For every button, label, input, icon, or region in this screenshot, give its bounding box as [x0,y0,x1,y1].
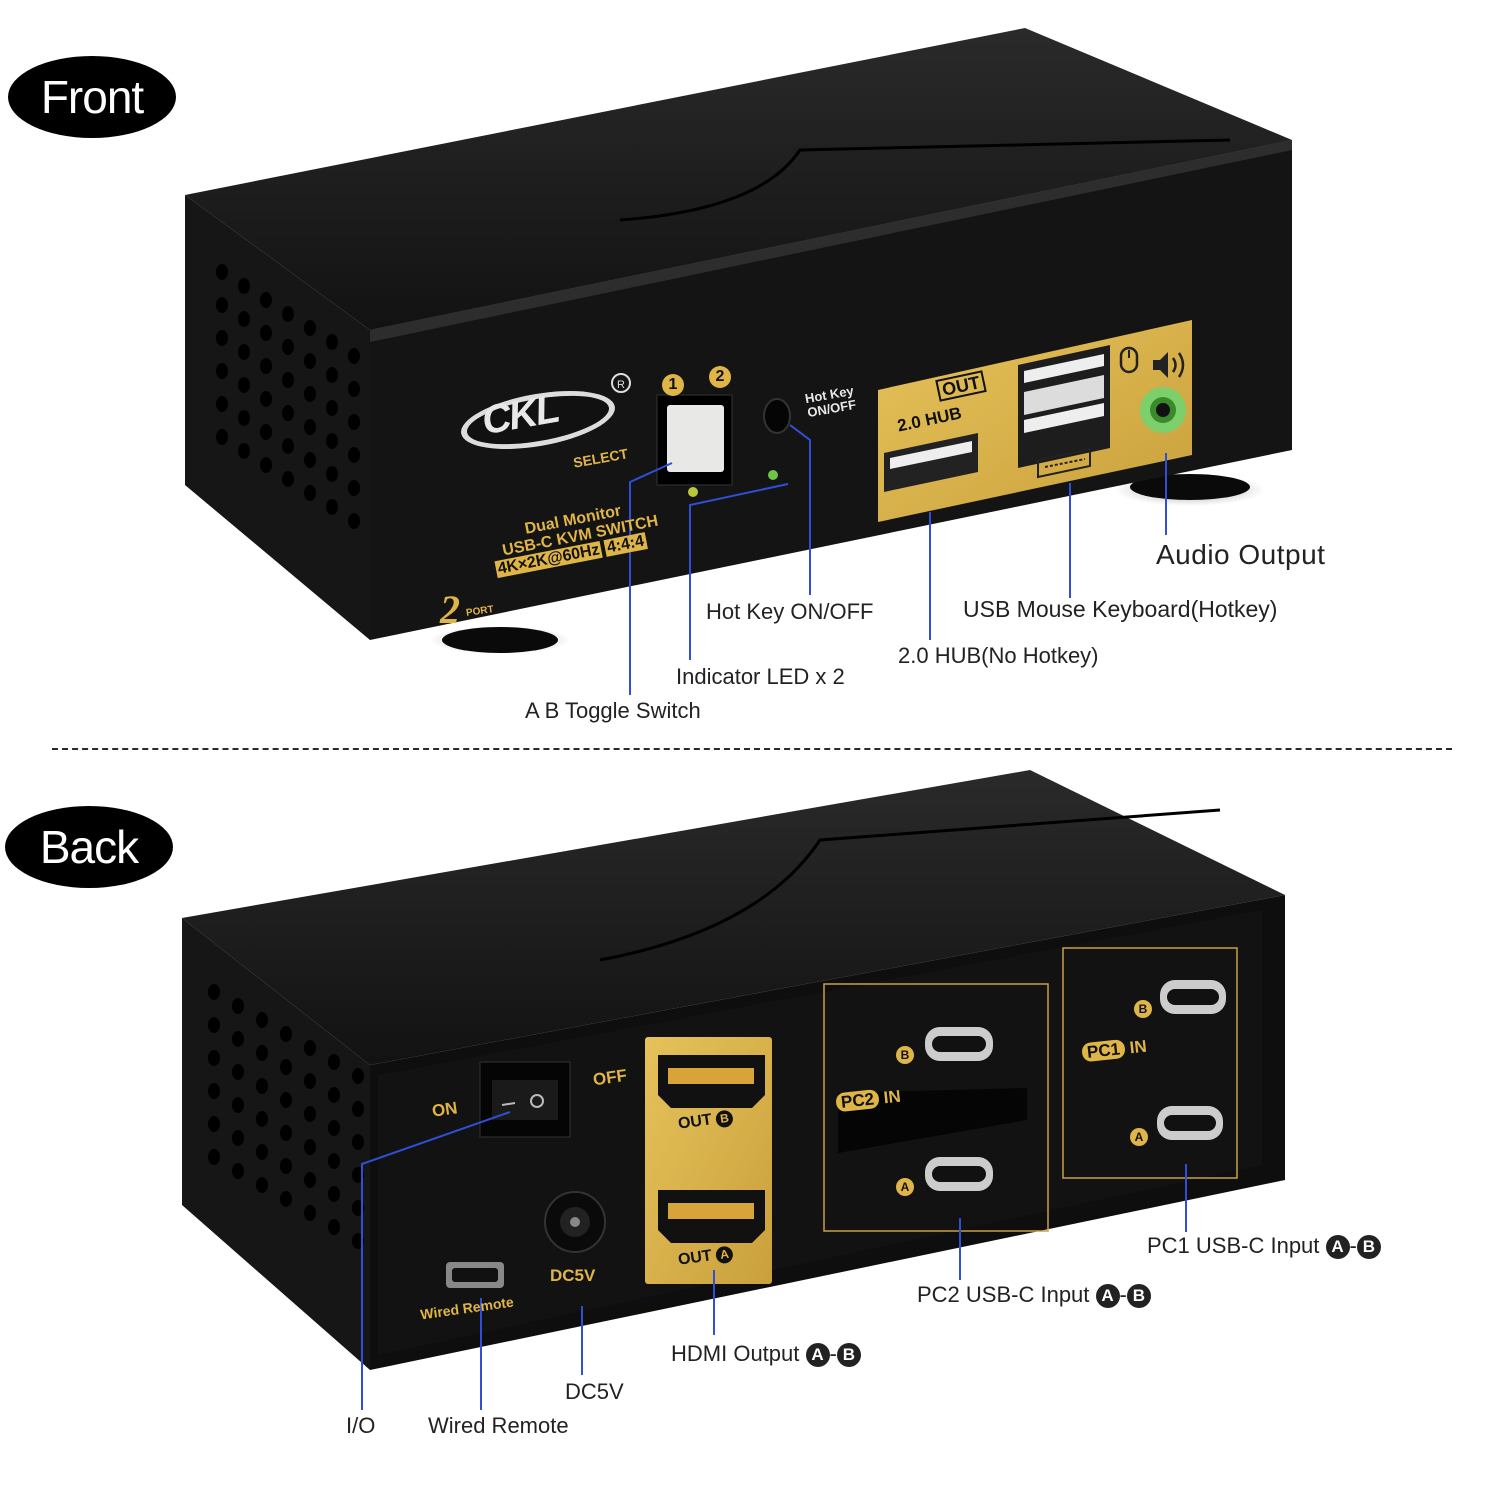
callout-pc1-dash: - [1349,1233,1357,1258]
callout-pc2-b-glyph: B [1126,1284,1151,1308]
pc1-in-text: IN [1128,1036,1148,1058]
dc-jack [544,1191,606,1253]
line-toggle [629,462,673,695]
wired-remote-port [446,1262,504,1288]
front-device: R [185,28,1292,654]
pc1-badge: PC1 [1081,1038,1126,1063]
port-number-2: 2 [709,366,731,388]
callout-pc2-a-glyph: A [1095,1284,1120,1308]
back-top-groove [599,808,1221,962]
switch-on-label: ON [430,1098,459,1121]
hdmi-gold-panel [645,1037,772,1284]
callout-hdmi-a-glyph: A [805,1343,830,1367]
hotkey-button [763,398,791,434]
front-foot-right [1130,474,1250,500]
indicator-led-1 [688,487,698,497]
callout-hdmi-b-glyph: B [836,1343,861,1367]
section-divider [52,748,1452,750]
front-foot-left [442,627,558,653]
pc1-port-box [1062,947,1238,1179]
out-a-glyph: A [715,1245,735,1265]
back-left-side [182,918,370,1370]
out-a-text: OUT [677,1247,713,1269]
pc1-b-glyph: B [1134,1000,1152,1018]
port-number-1: 1 [662,374,684,396]
callout-dc5v: DC5V [565,1379,624,1404]
callout-pc2-input: PC2 USB-C Input A-B [917,1282,1151,1308]
line-led [689,483,789,660]
pc2-badge: PC2 [835,1088,880,1113]
callout-pc1-b-glyph: B [1356,1235,1381,1259]
power-switch [479,1061,571,1138]
svg-text:R: R [617,379,625,391]
callout-usb-mouse-keyboard: USB Mouse Keyboard(Hotkey) [963,596,1278,622]
front-face [370,140,1292,640]
front-left-side [185,195,370,640]
mouse-icon [1119,346,1139,374]
callout-pc1-input: PC1 USB-C Input A-B [1147,1233,1381,1259]
pc2-b-glyph: B [896,1046,914,1064]
callout-lines [361,424,1187,1410]
callout-hdmi-output: HDMI Output A-B [671,1341,861,1367]
keyboard-mouse-usb-ports [1018,345,1110,468]
back-vent-holes [208,984,364,1249]
callout-audio-output: Audio Output [1156,539,1326,570]
speaker-icon [1153,352,1185,378]
hub-usb-port [884,433,978,492]
out-b-glyph: B [715,1109,735,1129]
callout-wired-remote: Wired Remote [428,1413,569,1438]
callout-pc2-dash: - [1119,1282,1127,1307]
callout-pc2-input-text: PC2 USB-C Input [917,1282,1090,1307]
pc2-a-glyph: A [896,1178,914,1196]
dc-label-device: DC5V [550,1266,596,1285]
pc2-port-box [823,983,1049,1232]
pc1-a-glyph: A [1130,1128,1148,1146]
front-top-panel [185,28,1292,330]
front-title: Front [8,56,176,138]
port-count: 2 [440,587,460,632]
back-face [378,910,1262,1355]
callout-hdmi-dash: - [829,1341,837,1366]
callout-hdmi-output-text: HDMI Output [671,1341,800,1366]
ab-toggle-switch [656,394,733,486]
back-title: Back [5,806,173,888]
out-b-text: OUT [677,1111,713,1133]
callout-pc1-a-glyph: A [1325,1235,1350,1259]
callout-pc1-input-text: PC1 USB-C Input [1147,1233,1320,1258]
ckl-logo: R [461,373,631,449]
line-io [361,1111,511,1410]
pc2-in-text: IN [882,1086,902,1108]
callout-ab-toggle: A B Toggle Switch [525,698,701,723]
callout-indicator-led: Indicator LED x 2 [676,664,845,689]
line-hotkey [789,424,811,595]
keyboard-icon [1037,447,1091,479]
callout-hub: 2.0 HUB(No Hotkey) [898,643,1099,668]
audio-jack [1140,387,1186,433]
front-top-groove [619,138,1231,222]
back-device [182,770,1285,1370]
front-vent-holes [216,264,360,529]
indicator-led-2 [768,470,778,480]
callout-io: I/O [346,1413,376,1438]
callout-hotkey: Hot Key ON/OFF [706,599,874,624]
